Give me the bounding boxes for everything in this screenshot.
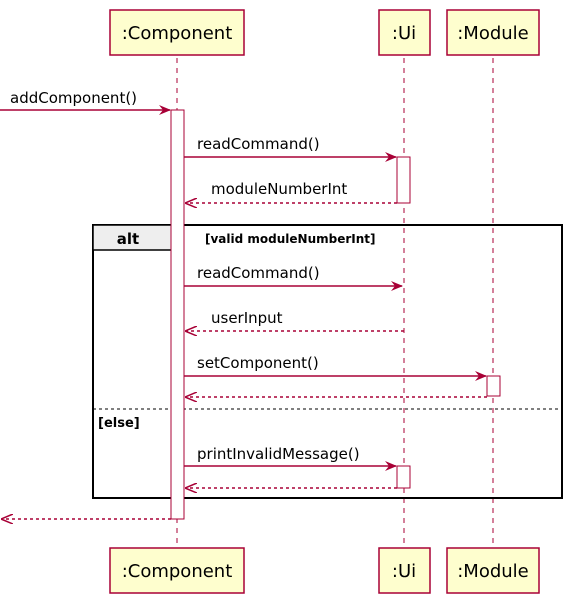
- participant-ui-label: :Ui: [392, 23, 416, 44]
- message-add-component: addComponent(): [0, 89, 171, 115]
- alt-guard-label: [valid moduleNumberInt]: [205, 232, 376, 246]
- message-set-component: setComponent(): [184, 354, 487, 381]
- participant-module-bottom-label: :Module: [457, 561, 529, 582]
- message-read-command-2-label: readCommand(): [197, 264, 320, 282]
- message-module-number-int-label: moduleNumberInt: [211, 180, 347, 198]
- participant-component-top: :Component: [109, 9, 245, 56]
- message-read-command-1-label: readCommand(): [197, 135, 320, 153]
- activation-component: [170, 109, 185, 520]
- participant-module-top: :Module: [446, 9, 540, 56]
- participant-module-label: :Module: [457, 23, 529, 44]
- message-user-input: userInput: [186, 309, 404, 331]
- activation-module: [486, 375, 501, 397]
- participant-component-bottom-label: :Component: [122, 561, 233, 582]
- message-module-number-int: moduleNumberInt: [186, 180, 397, 203]
- message-print-invalid-message: printInvalidMessage(): [184, 445, 397, 471]
- participant-ui-top: :Ui: [378, 9, 431, 56]
- activation-ui-1: [396, 156, 411, 204]
- message-add-component-label: addComponent(): [10, 89, 137, 107]
- alt-fragment: alt [valid moduleNumberInt] [else]: [92, 224, 563, 499]
- participant-component-bottom: :Component: [109, 547, 245, 594]
- activation-ui-2: [396, 465, 411, 489]
- participant-component-label: :Component: [122, 23, 233, 44]
- participant-ui-bottom-label: :Ui: [392, 561, 416, 582]
- message-read-command-2: readCommand(): [184, 264, 403, 291]
- alt-operator-label: alt: [117, 230, 139, 248]
- message-read-command-1: readCommand(): [184, 135, 397, 162]
- participant-module-bottom: :Module: [446, 547, 540, 594]
- message-print-invalid-message-label: printInvalidMessage(): [197, 445, 360, 463]
- else-guard-label: [else]: [98, 416, 140, 431]
- message-set-component-label: setComponent(): [197, 354, 319, 372]
- participant-ui-bottom: :Ui: [378, 547, 431, 594]
- message-user-input-label: userInput: [211, 309, 283, 327]
